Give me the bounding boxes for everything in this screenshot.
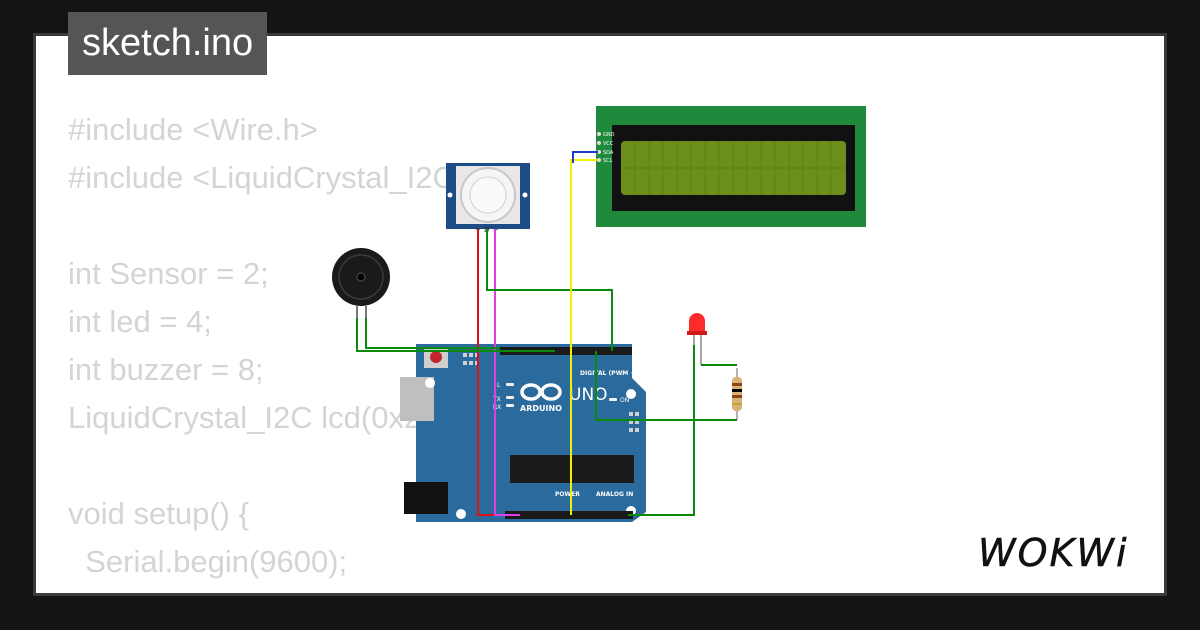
code-line: #include <Wire.h>: [68, 112, 318, 147]
board-model-label: UNO: [569, 385, 608, 405]
code-line: pinMode(led, OUTPUT);: [68, 586, 544, 593]
wire-lcd-sda: [572, 151, 598, 163]
digital-header-label: DIGITAL (PWM ~): [580, 370, 638, 377]
lcd-char-grid: [621, 141, 846, 195]
board-brand-label: ARDUINO: [520, 404, 562, 413]
lcd-pin-gnd: GND: [603, 132, 615, 138]
file-tab[interactable]: sketch.ino: [68, 12, 268, 75]
lcd-pin-sda: SDA: [603, 150, 614, 156]
buzzer[interactable]: [332, 248, 390, 318]
rx-led-label: RX: [493, 404, 501, 411]
lcd-pin-vcc: VCC: [603, 141, 614, 147]
wires: [356, 151, 737, 516]
wokwi-logo: WOKWi: [978, 531, 1129, 576]
l-led-label: L: [497, 382, 501, 389]
resistor[interactable]: [732, 368, 742, 420]
file-tab-label: sketch.ino: [82, 22, 254, 64]
analog-header-label: ANALOG IN: [596, 491, 633, 498]
tx-led-label: TX: [492, 396, 501, 403]
wire-led-pin4: [628, 345, 695, 516]
pir-sensor[interactable]: + D −: [446, 163, 530, 234]
wire-buzzer-pin8: [356, 318, 555, 352]
red-led[interactable]: [687, 313, 707, 365]
code-line: void setup() {: [68, 496, 249, 531]
arduino-uno-board[interactable]: UNO ARDUINO DIGITAL (PWM ~) POWER ANALOG…: [400, 344, 646, 522]
wire-resistor-gnd: [595, 351, 737, 421]
wokwi-logo-text: WOKWi: [978, 531, 1129, 575]
wire-pir-gnd: [486, 229, 613, 351]
power-header-label: POWER: [555, 491, 580, 498]
wire-pir-out: [494, 229, 520, 516]
lcd-pin-scl: SCL: [603, 158, 613, 164]
wire-buzzer-gnd: [365, 318, 500, 349]
lcd-display[interactable]: GND VCC SDA SCL: [596, 106, 866, 227]
code-editor: #include <Wire.h>#include <LiquidCrystal…: [68, 106, 544, 593]
code-line: Serial.begin(9600);: [68, 544, 348, 579]
code-line: int buzzer = 8;: [68, 352, 264, 387]
on-led-label: ON: [620, 397, 629, 404]
code-line: int Sensor = 2;: [68, 256, 269, 291]
wire-lcd-scl: [570, 159, 598, 515]
code-line: int led = 4;: [68, 304, 212, 339]
